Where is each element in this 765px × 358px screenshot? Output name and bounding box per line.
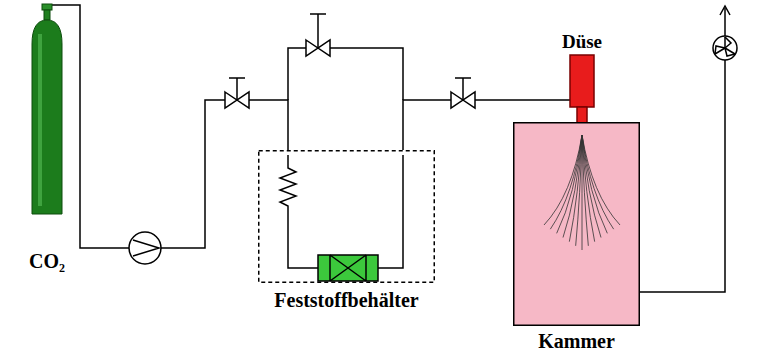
valve-symbol xyxy=(225,78,249,108)
exhaust-outlet xyxy=(724,8,726,36)
fan-symbol xyxy=(713,36,737,60)
solid-container: Feststoffbehälter xyxy=(258,150,435,283)
component-label: CO₂ xyxy=(29,250,65,272)
exhaust-arrow xyxy=(720,6,730,15)
valve-symbol xyxy=(451,78,475,108)
component-label: Düse xyxy=(562,32,602,53)
component-label: Kammer xyxy=(538,330,615,352)
spray-lines xyxy=(544,135,620,250)
gas-cylinder: CO₂ xyxy=(30,4,64,216)
pump-symbol xyxy=(129,232,161,264)
cylinder-shape xyxy=(30,4,64,216)
pipe-connector xyxy=(47,5,288,248)
valve-symbol xyxy=(306,14,330,56)
exhaust-line xyxy=(640,60,725,292)
dashed-shape xyxy=(258,150,435,283)
spray-chamber: Kammer xyxy=(513,122,640,326)
heating-coil xyxy=(280,155,318,268)
chamber-shape xyxy=(513,122,640,326)
component-label: Feststoffbehälter xyxy=(274,289,418,311)
cell-outlet-line xyxy=(378,155,403,268)
solid-cell xyxy=(318,255,378,281)
